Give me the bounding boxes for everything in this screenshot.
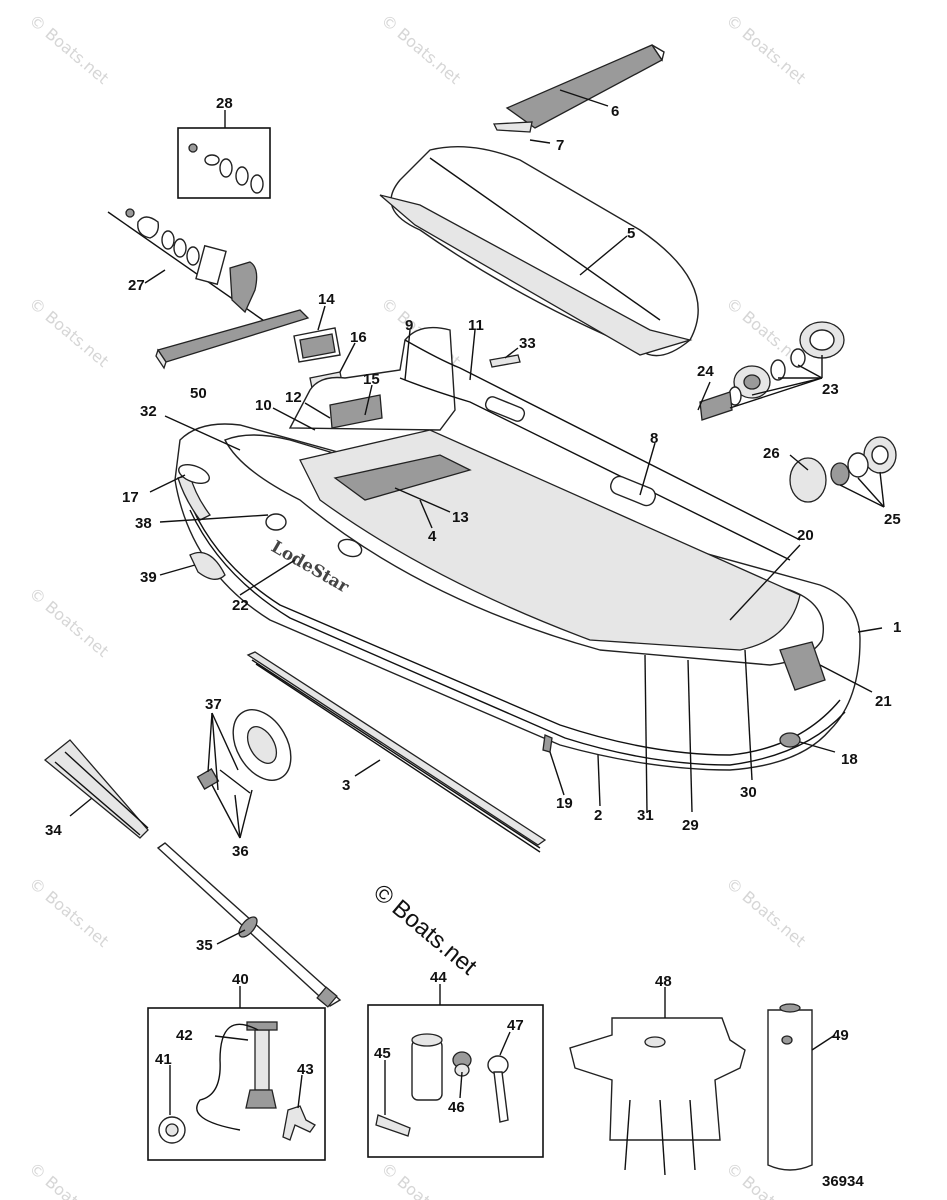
watermark: © Boats.net xyxy=(377,1159,464,1200)
callout-label: 50 xyxy=(190,385,207,402)
callout-label: 16 xyxy=(350,329,367,346)
part-25-26-drain xyxy=(789,436,897,503)
callout-label: 46 xyxy=(448,1099,465,1116)
callout-label: 10 xyxy=(255,397,272,414)
part-3-keel-strip xyxy=(246,651,547,853)
callout-label: 27 xyxy=(128,277,145,294)
callout-label: 22 xyxy=(232,597,249,614)
callout-label: 47 xyxy=(507,1017,524,1034)
callout-label: 29 xyxy=(682,817,699,834)
callout-label: 45 xyxy=(374,1045,391,1062)
callout-label: 40 xyxy=(232,971,249,988)
watermark: © Boats.net xyxy=(25,294,112,371)
callout-label: 4 xyxy=(428,528,437,545)
callout-label: 36 xyxy=(232,843,249,860)
callout-label: 5 xyxy=(627,225,635,242)
callout-label: 33 xyxy=(519,335,536,352)
callout-label: 28 xyxy=(216,95,233,112)
callout-label: 18 xyxy=(841,751,858,768)
part-27-oarlock xyxy=(107,208,271,326)
callout-label: 1 xyxy=(893,619,901,636)
part-44-repair-box xyxy=(367,1004,544,1158)
callout-label: 43 xyxy=(297,1061,314,1078)
callout-label: 49 xyxy=(832,1027,849,1044)
watermark: © Boats.net xyxy=(722,11,809,88)
callout-label: 35 xyxy=(196,937,213,954)
callout-label: 21 xyxy=(875,693,892,710)
watermark: © Boats.net xyxy=(377,11,464,88)
callout-label: 11 xyxy=(468,317,484,334)
callout-label: 6 xyxy=(611,103,619,120)
callout-label: 44 xyxy=(430,969,447,986)
callout-label: 31 xyxy=(637,807,654,824)
callout-label: 38 xyxy=(135,515,152,532)
callout-label: 3 xyxy=(342,777,350,794)
watermark: © Boats.net xyxy=(25,1159,112,1200)
callout-label: 34 xyxy=(45,822,62,839)
part-48-cover xyxy=(569,1017,746,1176)
callout-label: 8 xyxy=(650,430,658,447)
part-36-37-oarlock-socket xyxy=(196,709,292,794)
callout-labels: 1 2 3 4 5 6 7 8 9 10 11 12 13 14 15 16 1… xyxy=(45,95,901,1116)
callout-label: 17 xyxy=(122,489,139,506)
callout-label: 12 xyxy=(285,389,302,406)
callout-label: 30 xyxy=(740,784,757,801)
part-6-seat-strip xyxy=(492,44,665,133)
callout-label: 26 xyxy=(763,445,780,462)
watermark: © Boats.net xyxy=(25,584,112,661)
callout-label: 7 xyxy=(556,137,564,154)
callout-label: 42 xyxy=(176,1027,193,1044)
callout-label: 37 xyxy=(205,696,222,713)
callout-label: 32 xyxy=(140,403,157,420)
callout-label: 9 xyxy=(405,317,413,334)
callout-label: 48 xyxy=(655,973,672,990)
callout-label: 19 xyxy=(556,795,573,812)
part-28-repair-box xyxy=(177,127,271,199)
callout-label: 20 xyxy=(797,527,814,544)
watermark: © Boats.net xyxy=(25,11,112,88)
part-49-bag xyxy=(767,1003,813,1171)
part-50-rub-rail xyxy=(155,309,310,370)
part-39 xyxy=(189,551,226,580)
copyright-text: © Boats.net xyxy=(368,879,482,981)
callout-label: 2 xyxy=(594,807,602,824)
part-5-seat xyxy=(379,146,699,357)
callout-label: 41 xyxy=(155,1051,172,1068)
watermark: © Boats.net xyxy=(722,874,809,951)
part-34-35-oar xyxy=(43,739,342,1008)
leader-lines xyxy=(69,89,885,1115)
callout-label: 23 xyxy=(822,381,839,398)
callout-label: 15 xyxy=(363,371,380,388)
callout-label: 24 xyxy=(697,363,714,380)
watermark: © Boats.net xyxy=(25,874,112,951)
callout-label: 25 xyxy=(884,511,901,528)
part-40-pump-box xyxy=(147,1007,326,1161)
callout-label: 14 xyxy=(318,291,335,308)
callout-label: 13 xyxy=(452,509,469,526)
diagram-number: 36934 xyxy=(822,1173,864,1190)
part-23-24-valve xyxy=(699,321,845,421)
callout-label: 39 xyxy=(140,569,157,586)
